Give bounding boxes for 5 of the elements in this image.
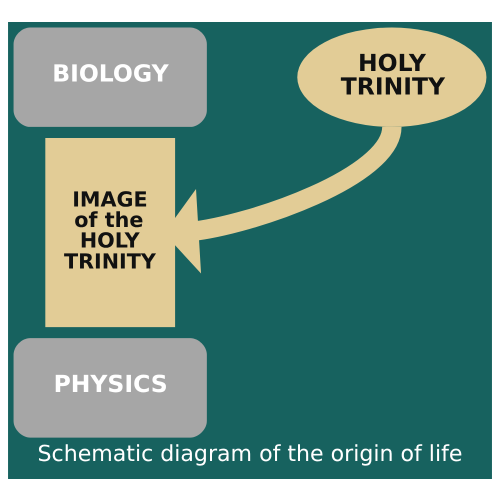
node-box: IMAGE of the HOLY TRINITY [45, 137, 176, 327]
node-ellipse: HOLY TRINITY [297, 27, 486, 126]
caption: Schematic diagram of the origin of life [38, 440, 462, 466]
node-box: BIOLOGY [14, 27, 207, 126]
node-box: PHYSICS [14, 338, 207, 438]
